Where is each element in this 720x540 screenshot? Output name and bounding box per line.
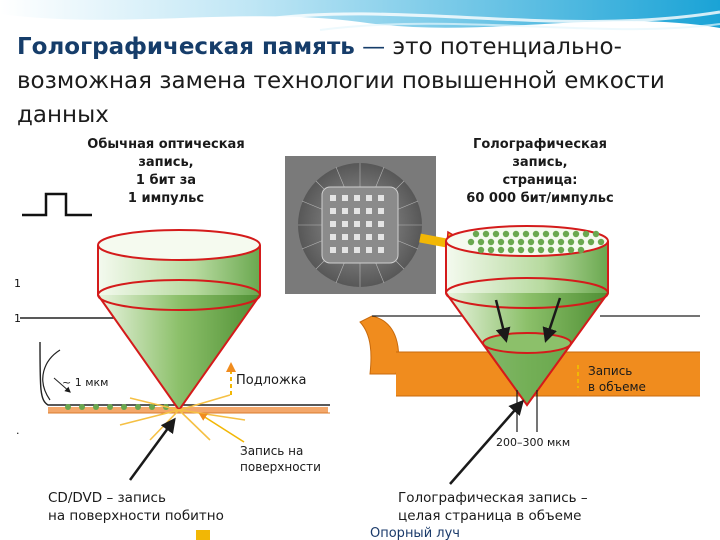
side-mark-2: 1 bbox=[14, 312, 21, 325]
left-heading-line-1: Обычная оптическая bbox=[87, 137, 244, 152]
left-heading-line-4: 1 импульс bbox=[128, 191, 204, 206]
disc-curve bbox=[39, 341, 330, 406]
right-heading-line-1: Голографическая bbox=[473, 137, 607, 152]
title-rest: это потенциально-возможная замена технол… bbox=[17, 34, 665, 128]
surface-record-arrow bbox=[198, 413, 245, 443]
left-heading: Обычная оптическая запись, 1 бит за 1 им… bbox=[87, 137, 244, 206]
title-dash: — bbox=[362, 34, 386, 60]
label-volume-record-2: в объеме bbox=[588, 380, 646, 394]
surface-bits bbox=[65, 404, 169, 410]
right-heading: Голографическая запись, страница: 60 000… bbox=[466, 137, 613, 206]
label-1mkm: ~ 1 мкм bbox=[62, 376, 108, 389]
header-wave bbox=[0, 0, 720, 31]
pulse-icon bbox=[22, 192, 92, 217]
hologram-page-image bbox=[285, 156, 436, 294]
label-surface-record-2: поверхности bbox=[240, 460, 321, 474]
caption-left-1: CD/DVD – запись bbox=[48, 490, 166, 506]
reference-beam-swatch bbox=[196, 530, 210, 540]
caption-left-2: на поверхности побитно bbox=[48, 508, 224, 524]
label-substrate: Подложка bbox=[236, 373, 307, 388]
left-cone bbox=[97, 229, 261, 412]
caption-right-2: целая страница в объеме bbox=[398, 508, 581, 524]
beam-arrow-right-1 bbox=[494, 299, 511, 343]
right-heading-line-4: 60 000 бит/импульс bbox=[466, 191, 613, 206]
beam-arrow-left bbox=[128, 417, 176, 481]
left-heading-line-2: запись, bbox=[138, 155, 193, 170]
caption-right-1: Голографическая запись – bbox=[398, 490, 588, 506]
beam-arrow-right-2 bbox=[542, 297, 562, 343]
right-heading-line-2: запись, bbox=[512, 155, 567, 170]
side-mark-1: 1 bbox=[14, 277, 21, 290]
page-bits bbox=[467, 230, 605, 254]
slide-title: Голографическая память — это потенциальн… bbox=[17, 30, 707, 132]
beam-arrow-right-3 bbox=[449, 399, 524, 485]
side-mark-3: . bbox=[16, 424, 20, 437]
left-heading-line-3: 1 бит за bbox=[136, 173, 196, 188]
disc-substrate-layer bbox=[48, 407, 328, 413]
label-surface-record-1: Запись на bbox=[240, 444, 303, 458]
label-thickness: 200–300 мкм bbox=[496, 436, 570, 449]
label-volume-record-1: Запись bbox=[588, 364, 632, 378]
right-heading-line-3: страница: bbox=[502, 173, 577, 188]
title-bold: Голографическая память bbox=[17, 34, 355, 60]
label-reference-beam: Опорный луч bbox=[370, 526, 460, 540]
right-cone bbox=[445, 225, 609, 407]
